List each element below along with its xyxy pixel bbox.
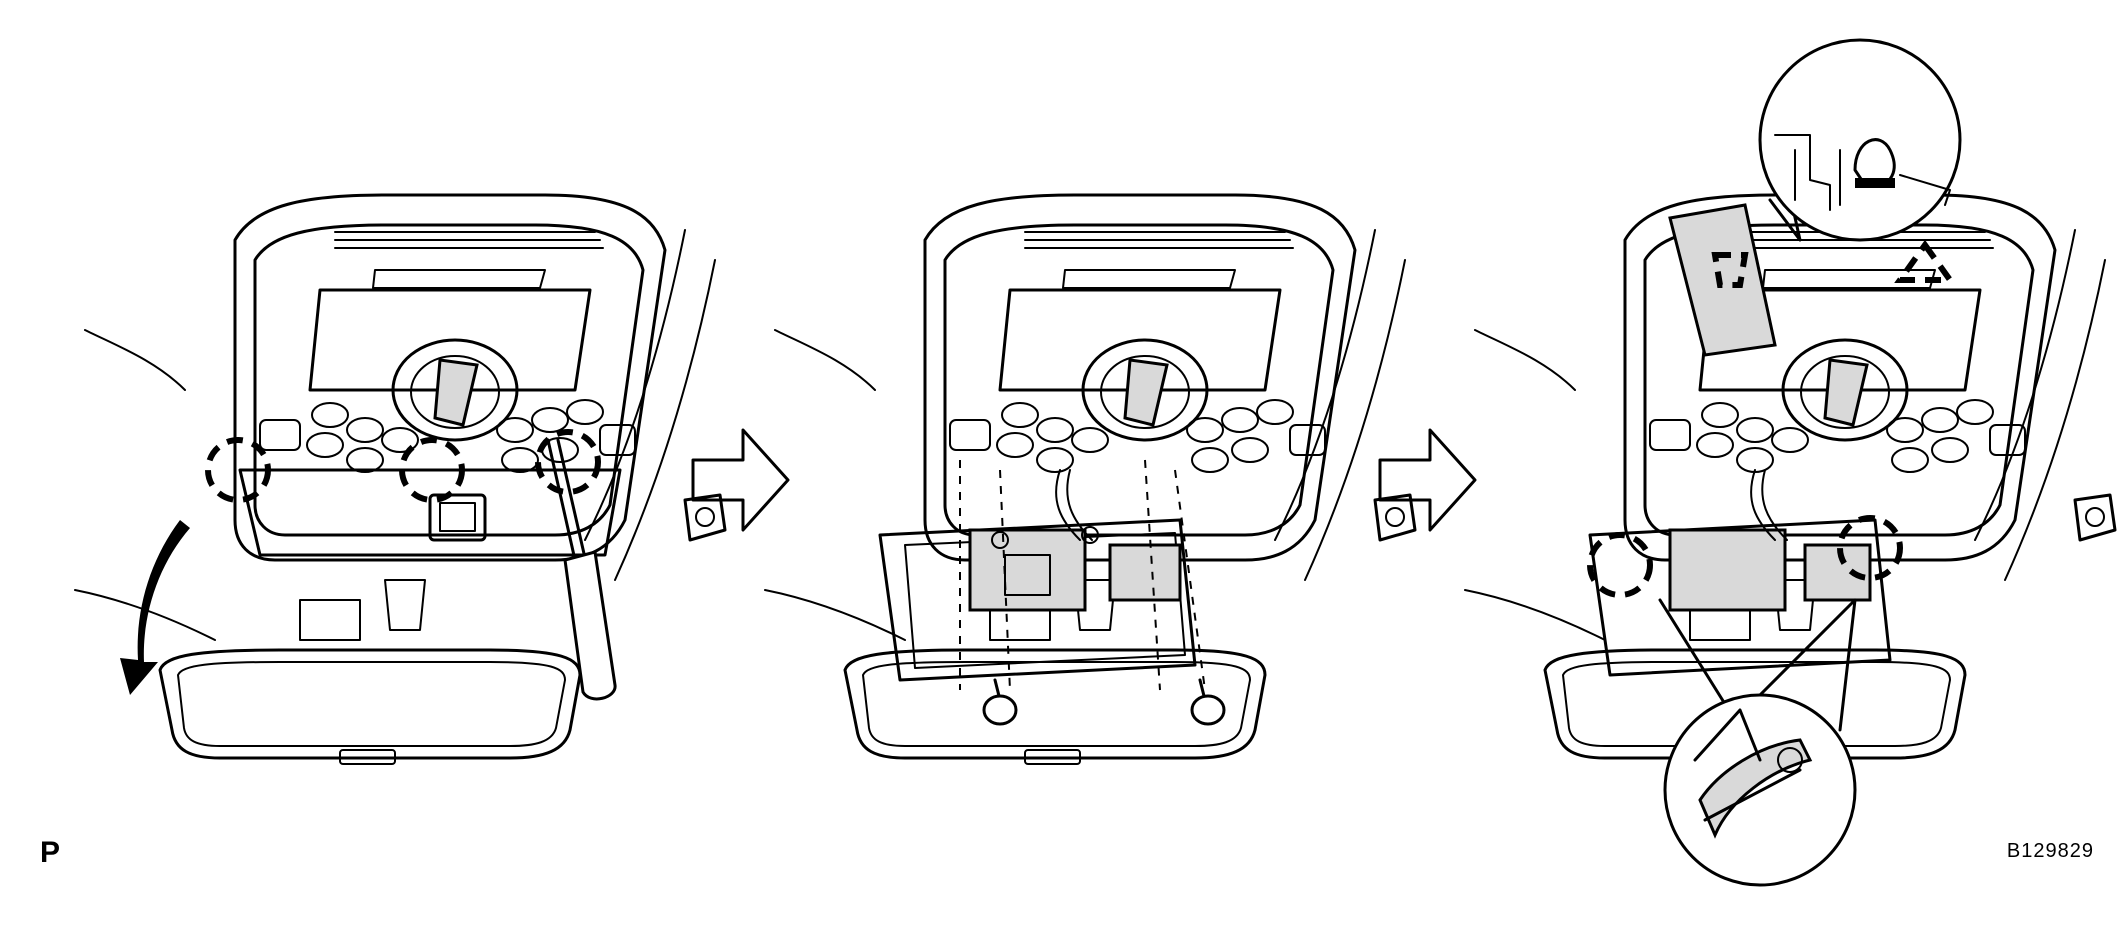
screwdriver-icon	[546, 438, 617, 701]
next-step-arrow-icon	[691, 428, 790, 532]
step-3-disconnect-and-remove	[1463, 38, 2117, 887]
pull-down-arrow-icon	[120, 520, 190, 695]
claw-detail-magnifier	[1658, 598, 1857, 887]
screw-icon	[1190, 678, 1226, 726]
corner-letter: P	[40, 836, 61, 869]
clip-detail-magnifier	[1758, 38, 1962, 242]
step-1-remove-cover	[73, 193, 727, 766]
figure-code: B129829	[2006, 840, 2094, 862]
screw-icon	[982, 678, 1018, 726]
next-step-arrow-icon	[1378, 428, 1477, 532]
step-2-remove-screws	[763, 193, 1417, 766]
